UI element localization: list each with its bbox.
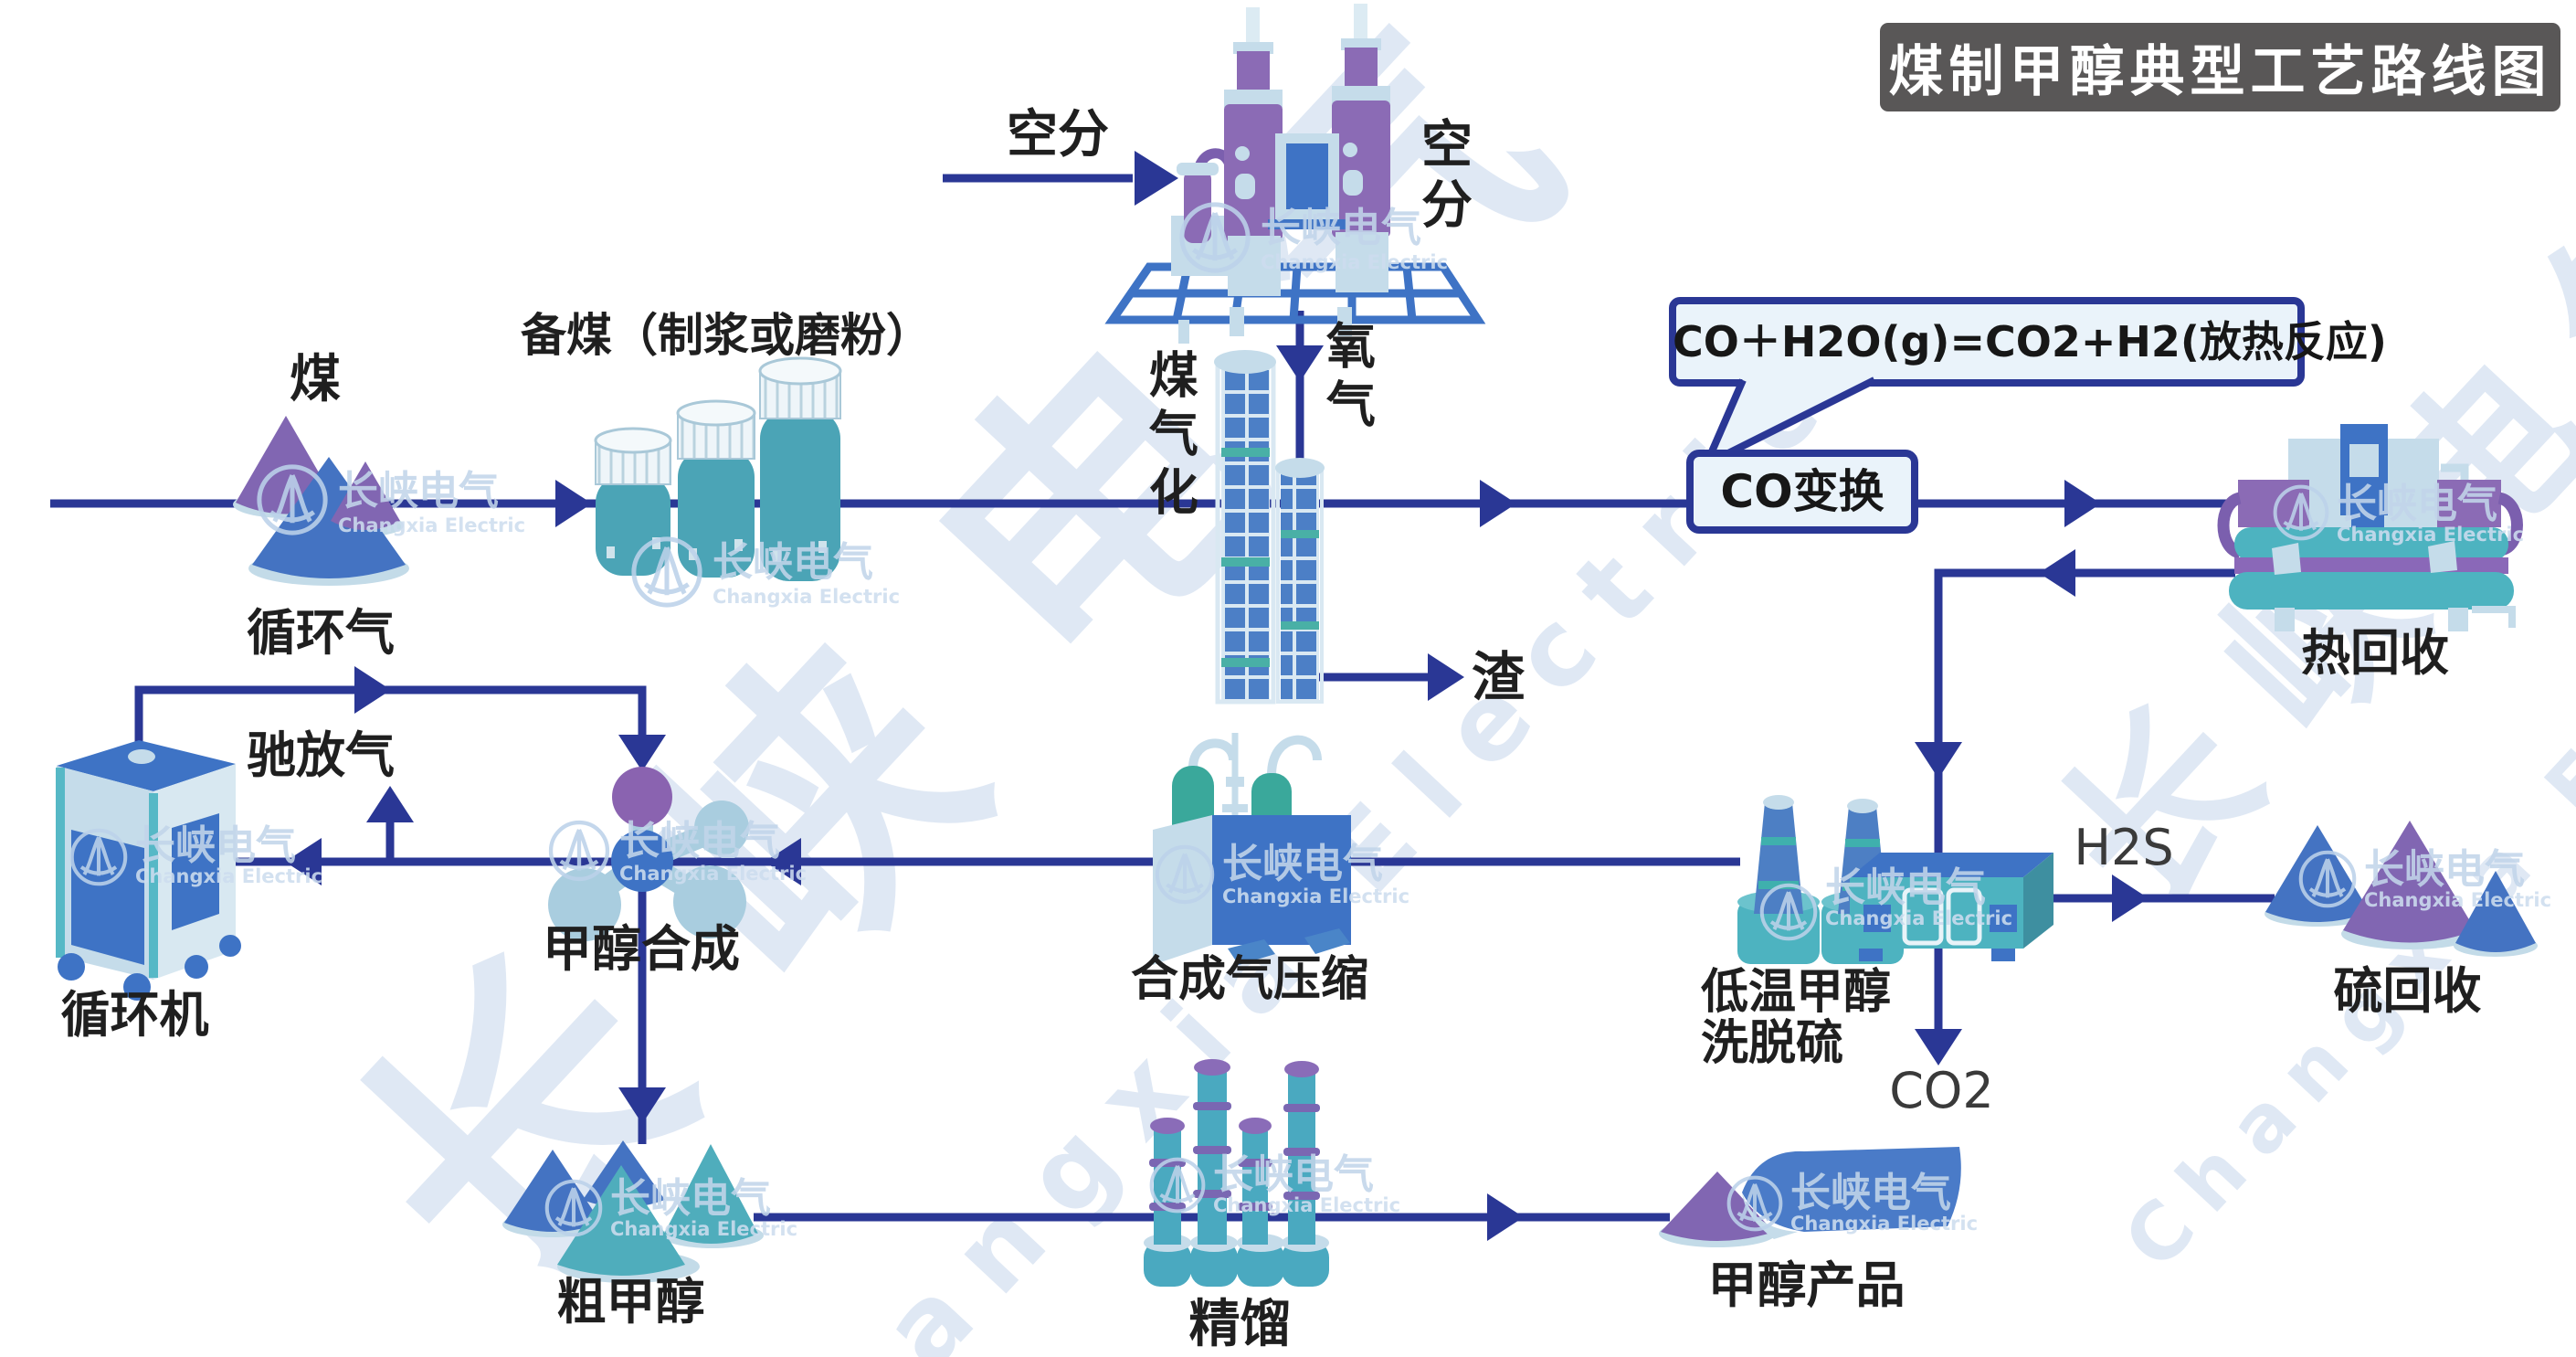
label-air-inlet: 空分 [1007, 105, 1109, 164]
label-methanol-product: 甲醇产品 [1707, 1256, 1906, 1314]
co-shift-box [1686, 450, 1918, 534]
label-recycle-machine: 循环机 [60, 986, 209, 1044]
svg-text:Changxia Electric: Changxia Electric [713, 586, 900, 608]
label-gasification: 煤气化 [1140, 349, 1198, 525]
distillation-columns-icon [1144, 1059, 1329, 1287]
svg-text:长峡电气: 长峡电气 [619, 818, 780, 864]
syngas-compressor-icon [1153, 733, 1351, 965]
line-heat-recovery-out [1934, 568, 2235, 1037]
svg-text:Changxia Electric: Changxia Electric [619, 863, 807, 885]
svg-text:长峡电气: 长峡电气 [1261, 205, 1421, 251]
svg-text:长峡电气: 长峡电气 [1213, 1151, 1374, 1198]
svg-text:Changxia Electric: Changxia Electric [1213, 1194, 1400, 1216]
svg-text:Changxia Electric: Changxia Electric [1825, 907, 2012, 929]
gasifier-towers-icon [1214, 350, 1325, 705]
label-heat-recovery: 热回收 [2301, 624, 2449, 682]
svg-text:长峡电气: 长峡电气 [610, 1175, 771, 1222]
svg-text:长峡电气: 长峡电气 [2364, 846, 2525, 893]
label-methanol-wash-line1: 低温甲醇 [1701, 965, 1892, 1020]
svg-text:长峡电气: 长峡电气 [2337, 481, 2497, 527]
label-crude-methanol: 粗甲醇 [556, 1273, 705, 1330]
svg-text:Changxia Electric: Changxia Electric [1261, 251, 1448, 273]
label-co2: CO2 [1889, 1062, 1994, 1119]
flow-arrowheads [285, 151, 2148, 1241]
label-slag: 渣 [1471, 646, 1525, 708]
air-separation-unit-icon [1104, 4, 1486, 344]
svg-text:Changxia Electric: Changxia Electric [338, 514, 525, 536]
svg-text:Changxia Electric: Changxia Electric [1222, 885, 1409, 907]
svg-text:长峡电气: 长峡电气 [713, 539, 873, 586]
watermarks-small: 长峡电气 Changxia Electric 长峡电气 Changxia Ele… [72, 205, 2551, 1240]
heat-recovery-icon [2217, 424, 2523, 631]
reaction-formula: CO＋H2O(g)=CO2+H2(放热反应) [1673, 317, 2387, 366]
label-purge-gas: 驰放气 [247, 726, 395, 784]
svg-text:长峡电气: 长峡电气 [135, 822, 296, 869]
crude-methanol-piles-icon [502, 1140, 764, 1283]
diagram-title: 煤制甲醇典型工艺路线图 [1880, 23, 2560, 111]
svg-text:长峡电气: 长峡电气 [1825, 864, 1986, 911]
label-h2s: H2S [2074, 819, 2174, 876]
label-methanol-synthesis: 甲醇合成 [543, 920, 740, 978]
label-recycle-gas: 循环气 [247, 604, 395, 662]
svg-text:Changxia Electric: Changxia Electric [2364, 889, 2551, 911]
label-methanol-wash-line2: 洗脱硫 [1701, 1016, 1844, 1071]
label-coal: 煤 [290, 350, 341, 409]
svg-text:长峡电气: 长峡电气 [338, 468, 499, 514]
methanol-product-icon [1659, 1147, 1961, 1247]
label-oxygen: 氧气 [1317, 320, 1376, 437]
label-coal-prep: 备煤（制浆或磨粉） [521, 309, 932, 362]
label-distillation: 精馏 [1188, 1295, 1292, 1354]
label-syngas-compression: 合成气压缩 [1131, 952, 1369, 1007]
sulfur-piles-icon [2265, 821, 2538, 957]
svg-text:长峡电气: 长峡电气 [1790, 1170, 1951, 1216]
label-air-separation: 空分 [1412, 117, 1473, 238]
svg-text:Changxia Electric: Changxia Electric [610, 1218, 797, 1240]
label-sulfur-recovery: 硫回收 [2333, 962, 2482, 1020]
svg-text:长峡电气: 长峡电气 [1222, 841, 1383, 887]
svg-text:Changxia Electric: Changxia Electric [1790, 1213, 1978, 1235]
co-shift-label: CO变换 [1720, 465, 1884, 518]
svg-text:Changxia Electric: Changxia Electric [135, 865, 322, 887]
coal-prep-silos-icon [594, 356, 842, 581]
methanol-synthesis-icon [548, 767, 749, 941]
svg-text:Changxia Electric: Changxia Electric [2337, 524, 2524, 546]
